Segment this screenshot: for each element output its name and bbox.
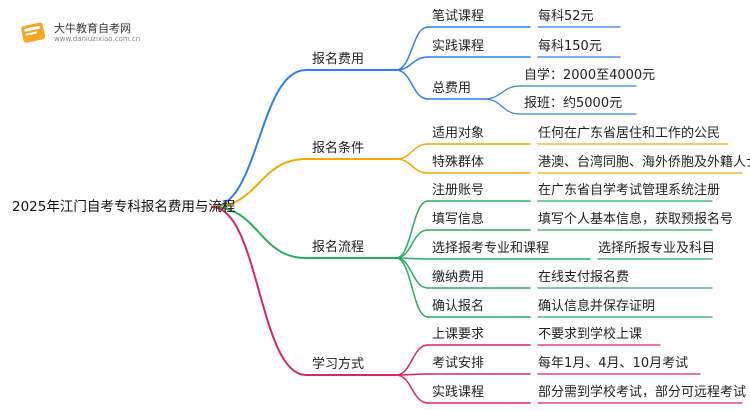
- branch-fee: 报名费用: [312, 52, 365, 67]
- logo-title: 大牛教育自考网: [54, 22, 131, 35]
- root-node: 2025年江门自考专科报名费用与流程: [12, 199, 236, 215]
- node-fill-info: 填写信息: [432, 212, 485, 227]
- branch-process: 报名流程: [312, 240, 365, 255]
- child-connector: [395, 200, 429, 259]
- branch-conditions: 报名条件: [312, 141, 365, 156]
- detail-written-course: 每科52元: [538, 9, 594, 24]
- child-connector: [395, 26, 429, 71]
- root-connector: [211, 206, 307, 376]
- child-connector: [395, 229, 429, 259]
- root-connector: [211, 206, 307, 259]
- detail-select-major: 选择所报专业及科目: [598, 241, 716, 256]
- detail-applicable-persons: 任何在广东省居住和工作的公民: [538, 126, 721, 141]
- detail-register-account: 在广东省自学考试管理系统注册: [538, 183, 721, 198]
- child-connector: [395, 374, 429, 404]
- child-connector: [395, 344, 429, 376]
- child-connector: [395, 257, 429, 289]
- detail-self-study: 自学：2000至4000元: [524, 68, 656, 83]
- detail-pay-fee: 在线支付报名费: [538, 270, 630, 285]
- sub-connector: [483, 85, 521, 100]
- detail-practice-course: 每科150元: [538, 39, 602, 54]
- node-written-course: 笔试课程: [432, 9, 485, 24]
- detail-class-requirement: 不要求到学校上课: [538, 327, 643, 342]
- detail-class-study: 报班：约5000元: [524, 96, 623, 111]
- child-connector: [395, 56, 429, 71]
- root-connector: [211, 69, 307, 208]
- node-practice-course: 实践课程: [432, 39, 485, 54]
- node-total-fee: 总费用: [432, 81, 472, 96]
- detail-practice-exam: 部分需到学校考试，部分可远程考试: [538, 385, 747, 400]
- detail-confirm-registration: 确认信息并保存证明: [538, 299, 656, 314]
- child-connector: [395, 158, 429, 174]
- sub-connector: [483, 98, 521, 115]
- node-practice-exam: 实践课程: [432, 385, 485, 400]
- child-connector: [395, 69, 429, 100]
- node-pay-fee: 缴纳费用: [432, 270, 485, 285]
- node-confirm-registration: 确认报名: [432, 299, 485, 314]
- node-exam-schedule: 考试安排: [432, 356, 485, 371]
- logo-url: www.daniuzixiao.com.cn: [54, 35, 141, 43]
- node-register-account: 注册账号: [432, 183, 485, 198]
- child-connector: [395, 257, 429, 318]
- node-class-requirement: 上课要求: [432, 327, 485, 342]
- root-connector: [211, 158, 307, 208]
- node-special-groups: 特殊群体: [432, 155, 485, 170]
- detail-special-groups: 港澳、台湾同胞、海外侨胞及外籍人士: [538, 155, 750, 170]
- book-logo-icon: [21, 22, 46, 43]
- node-select-major: 选择报考专业和课程: [432, 241, 550, 256]
- branch-study-mode: 学习方式: [312, 357, 365, 372]
- node-applicable-persons: 适用对象: [432, 126, 485, 141]
- child-connector: [395, 143, 429, 160]
- site-logo: 大牛教育自考网 www.daniuzixiao.com.cn: [20, 18, 170, 48]
- detail-fill-info: 填写个人基本信息，获取预报名号: [538, 212, 734, 227]
- detail-exam-schedule: 每年1月、4月、10月考试: [538, 356, 689, 371]
